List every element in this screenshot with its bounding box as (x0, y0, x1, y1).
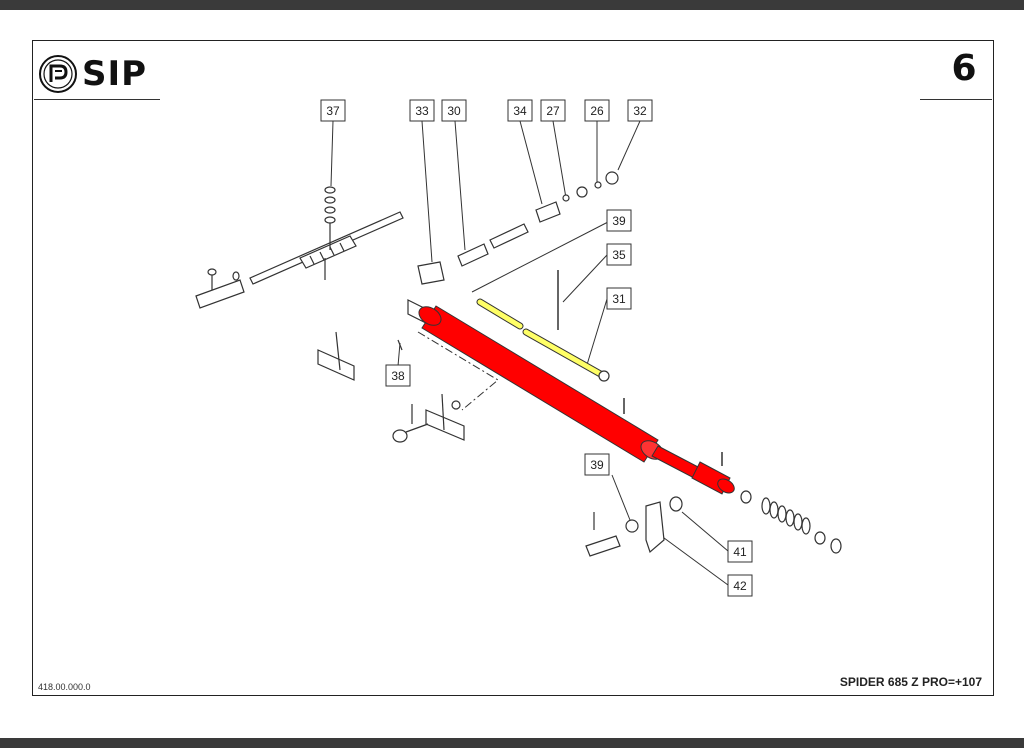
callout-34: 34 (507, 99, 533, 122)
callout-label: 39 (612, 214, 626, 228)
sip-logo: SIP (38, 52, 147, 96)
callout-30: 30 (441, 99, 467, 122)
highlighted-cylinder (418, 305, 735, 495)
callout-label: 42 (733, 579, 747, 593)
sip-logo-mark-icon (39, 55, 77, 93)
callout-39: 39 (606, 209, 632, 232)
linkage-assembly (195, 186, 404, 309)
callout-label: 38 (391, 369, 405, 383)
highlighted-rod (476, 270, 610, 382)
document-code: 418.00.000.0 (38, 682, 91, 692)
diagram-frame (32, 40, 994, 696)
bottom-bar (0, 738, 1024, 748)
callout-label: 41 (733, 545, 747, 559)
callout-label: 26 (590, 104, 604, 118)
model-name: SPIDER 685 Z PRO=+107 (839, 675, 982, 689)
callout-label: 37 (326, 104, 340, 118)
callout-label: 35 (612, 248, 626, 262)
callout-label: 33 (415, 104, 429, 118)
callout-label: 30 (447, 104, 461, 118)
callout-31: 31 (606, 287, 632, 310)
callout-41: 41 (727, 540, 753, 563)
page-number-rule (920, 99, 992, 100)
callout-38: 38 (385, 364, 411, 387)
top-bar (0, 0, 1024, 10)
callout-26: 26 (584, 99, 610, 122)
callout-label: 39 (590, 458, 604, 472)
page-number: 6 (951, 48, 977, 89)
callout-32: 32 (627, 99, 653, 122)
callout-35: 35 (606, 243, 632, 266)
callout-42: 42 (727, 574, 753, 597)
callout-label: 34 (513, 104, 527, 118)
upper-small-parts (417, 171, 619, 285)
callout-39: 39 (584, 453, 610, 476)
spring-assembly (740, 490, 842, 554)
callout-label: 27 (546, 104, 560, 118)
logo-rule (34, 99, 160, 100)
callout-label: 31 (612, 292, 626, 306)
lower-parts (585, 496, 683, 557)
dash-dot-axis (417, 331, 499, 411)
brand-name: SIP (82, 54, 148, 94)
callout-27: 27 (540, 99, 566, 122)
callout-37: 37 (320, 99, 346, 122)
callout-33: 33 (409, 99, 435, 122)
callout-label: 32 (633, 104, 647, 118)
